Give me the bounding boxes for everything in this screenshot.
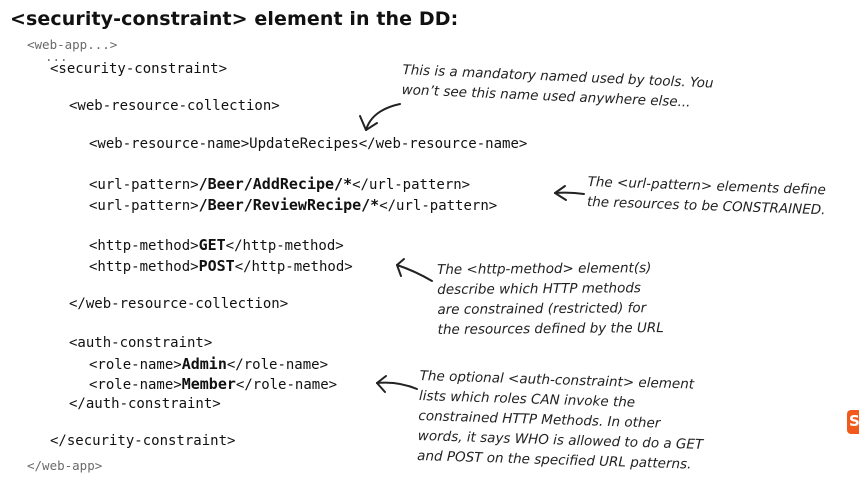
web-app-open-line: <web-app...>: [27, 37, 118, 52]
auth-constraint-close-line: </auth-constraint>: [69, 396, 221, 412]
url-pattern-value-1: /Beer/AddRecipe/*: [198, 175, 353, 193]
role-name-open-tag: <role-name>: [89, 377, 182, 393]
http-method-line-2: <http-method>POST</http-method>: [89, 258, 353, 275]
url-pattern-close-tag: </url-pattern>: [352, 177, 471, 193]
security-constraint-open-line: <security-constraint>: [50, 61, 228, 77]
role-name-value-2: Member: [181, 375, 236, 393]
url-pattern-open-tag: <url-pattern>: [89, 177, 199, 193]
security-constraint-close-line: </security-constraint>: [50, 433, 236, 449]
url-pattern-open-tag: <url-pattern>: [89, 198, 199, 214]
role-name-close-tag: </role-name>: [235, 377, 338, 393]
arrow-to-role-name: [376, 375, 418, 393]
role-name-close-tag: </role-name>: [226, 357, 329, 373]
http-method-open-tag: <http-method>: [89, 238, 199, 254]
code-ellipsis: ...: [45, 49, 68, 64]
auth-constraint-open-line: <auth-constraint>: [69, 335, 213, 351]
web-resource-name-open-tag: <web-resource-name>: [89, 136, 250, 152]
url-pattern-line-1: <url-pattern>/Beer/AddRecipe/*</url-patt…: [89, 176, 470, 193]
url-pattern-line-2: <url-pattern>/Beer/ReviewRecipe/*</url-p…: [89, 197, 497, 214]
http-method-open-tag: <http-method>: [89, 259, 199, 275]
url-pattern-value-2: /Beer/ReviewRecipe/*: [198, 196, 380, 214]
role-name-open-tag: <role-name>: [89, 357, 182, 373]
web-app-close-line: </web-app>: [27, 458, 103, 473]
web-resource-name-line: <web-resource-name>UpdateRecipes</web-re…: [89, 136, 527, 152]
web-resource-collection-open-line: <web-resource-collection>: [69, 98, 280, 114]
publisher-logo: S: [847, 410, 859, 434]
http-method-value-1: GET: [198, 236, 226, 254]
web-resource-collection-close-line: </web-resource-collection>: [69, 296, 289, 312]
url-pattern-close-tag: </url-pattern>: [379, 198, 498, 214]
web-resource-name-close-tag: </web-resource-name>: [358, 136, 528, 152]
http-method-line-1: <http-method>GET</http-method>: [89, 237, 344, 254]
arrow-to-web-resource-name: [359, 103, 401, 131]
role-name-line-2: <role-name>Member</role-name>: [89, 376, 337, 393]
http-method-value-2: POST: [198, 257, 235, 275]
role-name-value-1: Admin: [181, 355, 227, 373]
http-method-close-tag: </http-method>: [225, 238, 344, 254]
logo-glyph: S: [849, 412, 859, 430]
arrow-to-url-pattern: [554, 185, 585, 201]
role-name-line-1: <role-name>Admin</role-name>: [89, 356, 328, 373]
arrow-to-http-method: [396, 258, 433, 282]
page-title: <security-constraint> element in the DD:: [10, 8, 459, 30]
http-method-close-tag: </http-method>: [234, 259, 353, 275]
web-resource-name-value: UpdateRecipes: [249, 136, 359, 152]
